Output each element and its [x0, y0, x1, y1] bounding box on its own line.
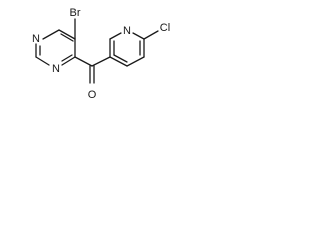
bond [61, 54, 73, 62]
atom-label-n1: N [32, 33, 40, 45]
atom-label-n3: N [123, 25, 131, 37]
bond [126, 56, 145, 67]
bond [58, 29, 76, 40]
bond [74, 56, 93, 67]
bond [113, 54, 128, 63]
bond-lines [35, 18, 159, 84]
bond [35, 56, 50, 66]
bond [132, 32, 145, 40]
molecule-diagram: N N Br O N Cl [32, 7, 170, 101]
atom-label-o: O [88, 89, 97, 101]
bond [60, 33, 74, 42]
atom-label-br: Br [70, 7, 81, 19]
atom-labels: N N Br O N Cl [32, 7, 170, 101]
bond [42, 29, 60, 40]
bond [109, 56, 128, 67]
bond [61, 56, 76, 66]
atom-label-n2: N [52, 63, 60, 75]
bond [109, 32, 122, 40]
bond [91, 56, 111, 67]
structure-canvas: N N Br O N Cl [0, 0, 206, 113]
bond [143, 30, 159, 40]
atom-label-cl: Cl [160, 22, 170, 34]
